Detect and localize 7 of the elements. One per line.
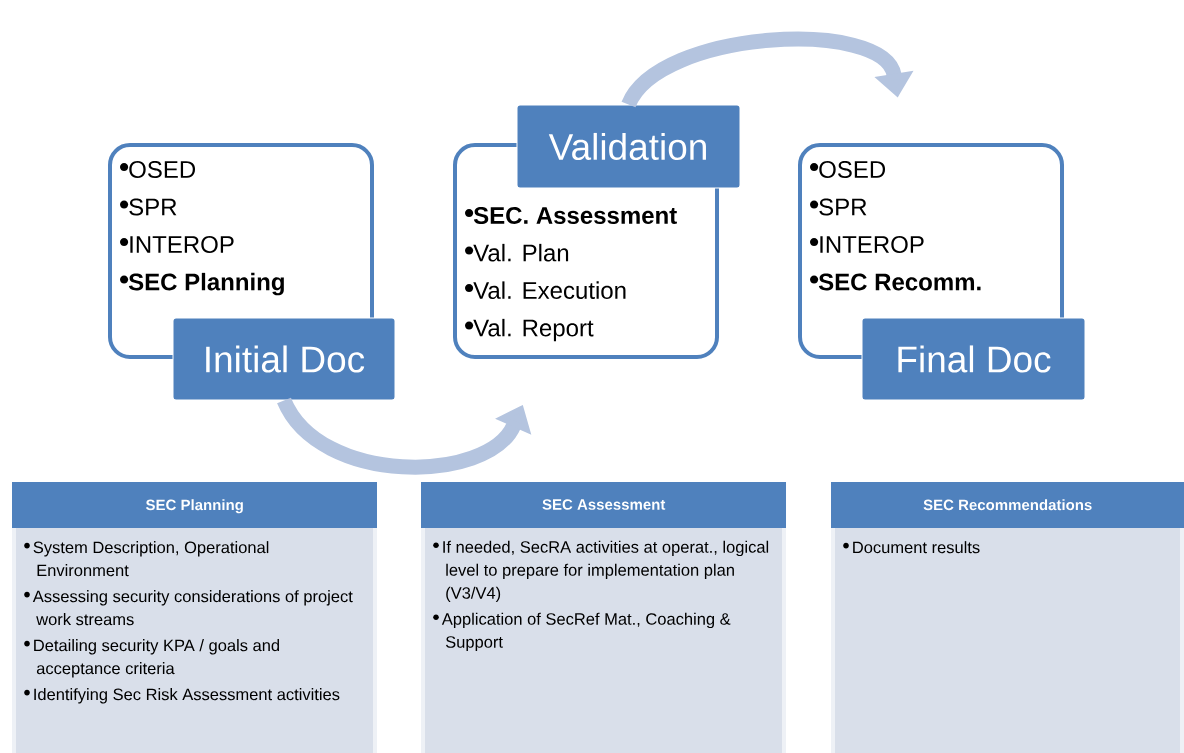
info-panel: SEC Recommendations Document results: [831, 482, 1184, 753]
title-box: Initial Doc: [172, 317, 396, 401]
title-box: Final Doc: [861, 317, 1086, 401]
curved-arrow: [622, 31, 914, 109]
title-box: Validation: [516, 104, 741, 189]
info-panel: SEC Assessment If needed, SecRA activities at operat., logical level to prepare for implementation plan (V3/V4) Application of SecRef Mat., Coaching & Support: [421, 482, 786, 753]
info-panel: SEC Planning System Description, Operational Environment Assessing security considerations of project work streams Detailing security KPA / goals and acceptance criteria Identifying Sec Risk Assessment activities: [12, 482, 377, 753]
